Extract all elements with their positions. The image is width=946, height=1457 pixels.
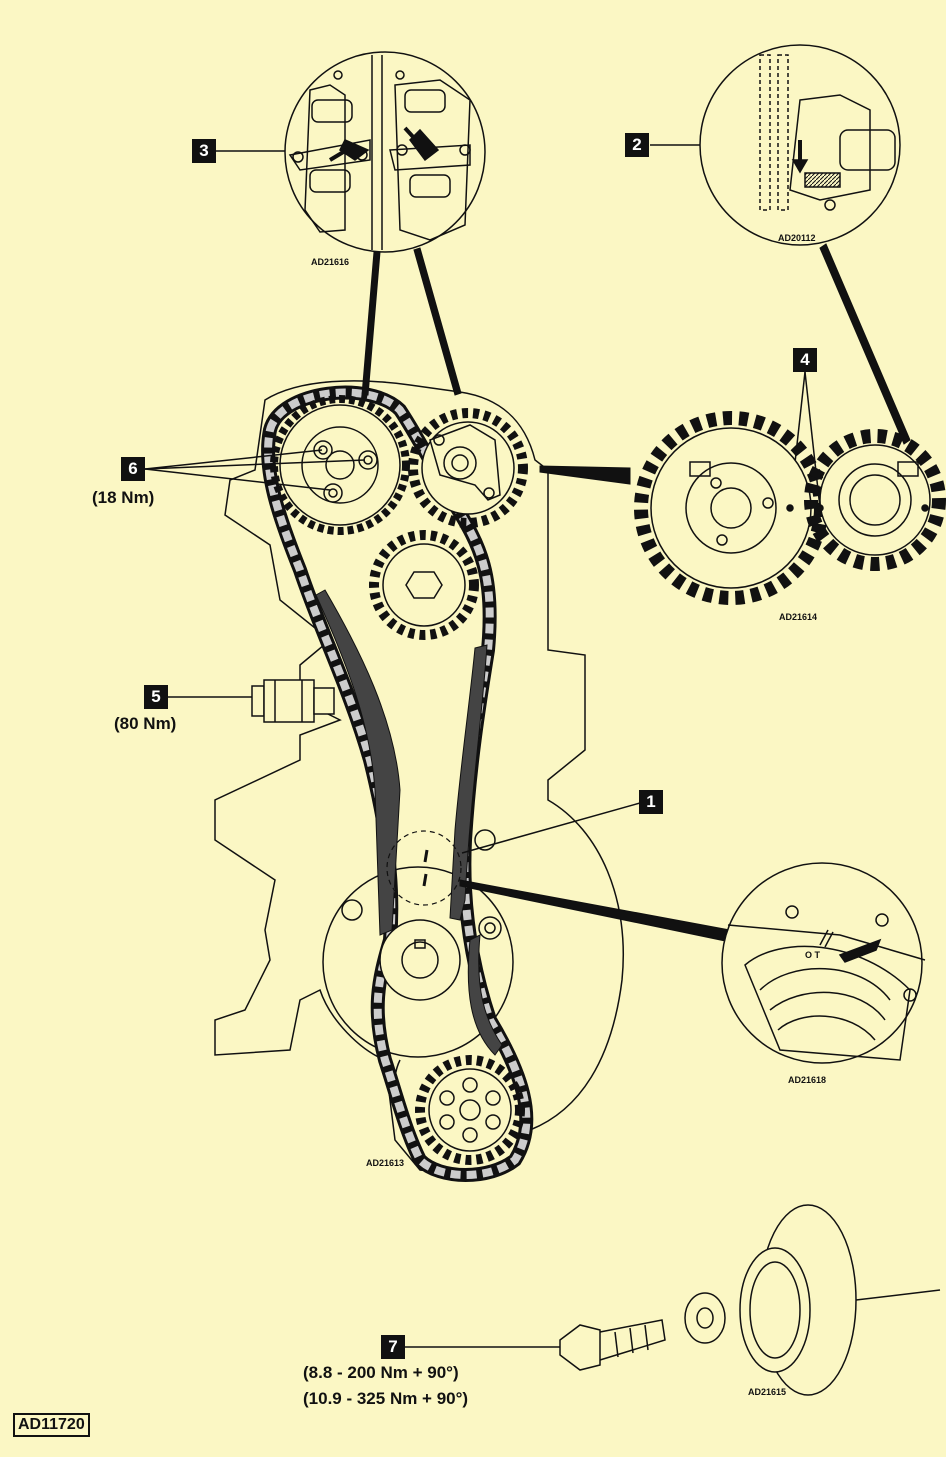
detail-camshafts [284,51,486,253]
ref-pulley-detail: AD21618 [788,1075,827,1085]
torque-item-5: (80 Nm) [114,714,177,733]
ref-crank-pulley: AD21615 [748,1387,787,1397]
torque-item-6: (18 Nm) [92,488,155,507]
figure-code: AD11720 [13,1413,90,1437]
callout-7: 7 [381,1335,405,1359]
callout-1: 1 [639,790,663,814]
camshaft-sprocket-right [408,408,528,528]
callout-4: 4 [793,348,817,372]
timing-mark-detail [386,830,462,906]
torque-item-7-line2: (10.9 - 325 Nm + 90°) [303,1389,469,1408]
callout-3: 3 [192,139,216,163]
crankshaft-sprocket [379,919,461,1001]
detail-tensioner [699,44,901,246]
ref-camshaft-detail: AD21616 [311,257,350,267]
crank-pulley-assembly [559,1204,941,1396]
callout-2: 2 [625,133,649,157]
detail-pulley-mark [721,862,926,1064]
torque-item-7-line1: (8.8 - 200 Nm + 90°) [303,1363,459,1382]
callout-6: 6 [121,457,145,481]
pulley-timing-marks: O T [805,950,820,960]
ref-main-diagram: AD21613 [366,1158,405,1168]
camshaft-sprocket-left [270,395,410,535]
chain-guides [315,589,503,1056]
chain-tensioner [251,679,335,723]
detail-camshaft-sprockets [634,411,946,605]
oil-pump-sprocket [415,1055,525,1165]
tensioner-pivot-bolt [478,916,502,940]
intermediate-sprocket [369,530,479,640]
callout-5: 5 [144,685,168,709]
leader-lines [144,144,821,1348]
ref-sprocket-detail: AD21614 [779,612,818,622]
ref-tensioner-detail: AD20112 [778,233,816,243]
detail-pointers [361,243,911,943]
